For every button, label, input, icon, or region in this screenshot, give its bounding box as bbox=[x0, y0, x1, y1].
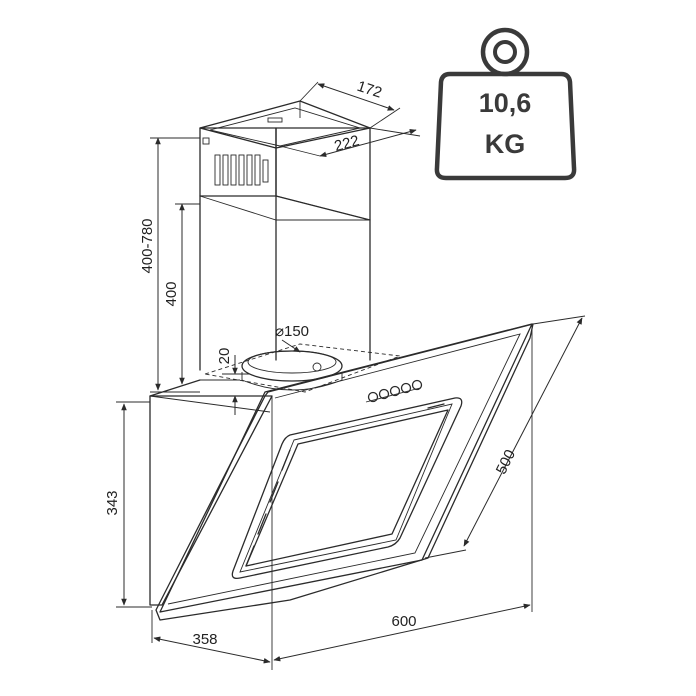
dim-duct-diameter: ⌀150 bbox=[275, 323, 309, 340]
dim-glass-length: 500 bbox=[493, 447, 519, 477]
chimney bbox=[199, 100, 371, 371]
control-buttons bbox=[365, 379, 423, 403]
dim-hood-height: 343 bbox=[104, 490, 121, 515]
dimension-lines bbox=[116, 81, 586, 670]
dim-chimney-depth: 172 bbox=[355, 78, 384, 102]
weight-value: 10,6 bbox=[479, 88, 532, 118]
dim-hood-width: 600 bbox=[391, 613, 416, 630]
dim-chimney-width: 222 bbox=[333, 132, 362, 155]
dim-chimney-height: 400 bbox=[163, 281, 180, 306]
dim-total-height: 400-780 bbox=[139, 218, 156, 273]
dim-hood-depth: 358 bbox=[192, 631, 217, 648]
dim-duct-offset: 20 bbox=[216, 348, 233, 365]
weight-unit: KG bbox=[485, 129, 526, 159]
chimney-vents bbox=[214, 154, 269, 186]
duct-outlet bbox=[204, 343, 401, 393]
weight-icon: 10,6 KG bbox=[434, 27, 577, 181]
